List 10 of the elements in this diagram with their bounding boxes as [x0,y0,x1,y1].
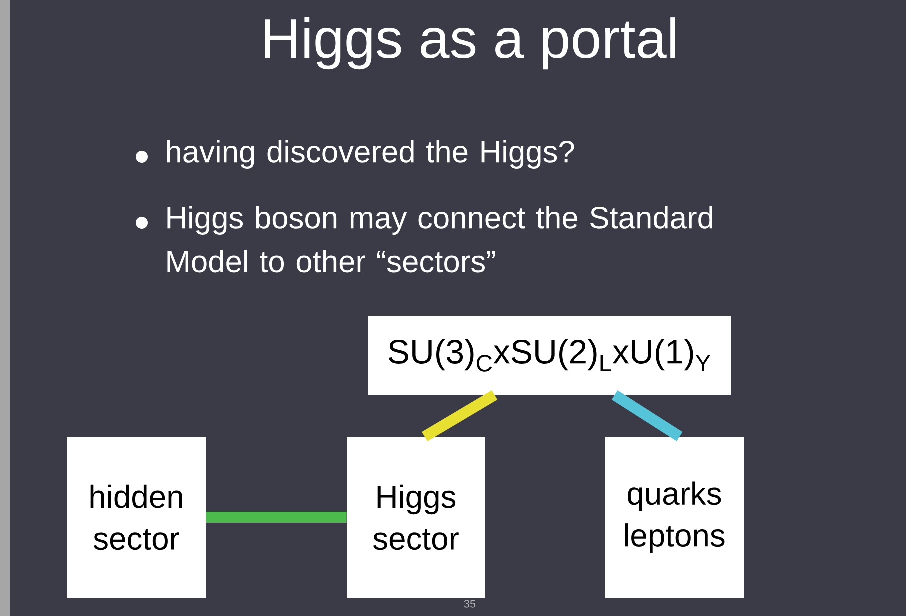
sector-box: quarks leptons [605,437,744,598]
bullet-text: Higgs boson may connect the Standard Model to other “sectors” [136,206,712,273]
sector-box: hidden sector [67,437,206,598]
sector-box: Higgs sector [347,437,485,598]
connector-line [612,390,683,442]
slide-title: Higgs as a portal [265,18,676,70]
connector-line [206,512,347,523]
bullet-text: having discovered the Higgs? [136,140,574,169]
sector-box: SU(3)$_{C}$xSU(2)$_{L}$xU(1)$_{Y}$ [368,316,731,395]
connector-line [422,390,498,442]
